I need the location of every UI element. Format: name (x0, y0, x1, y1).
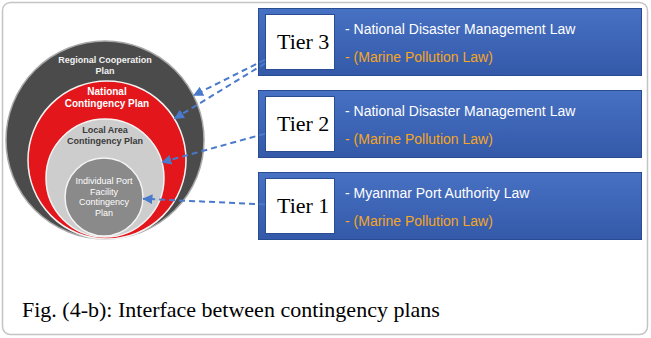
circle-outline (65, 158, 143, 236)
plan-circle: Individual Port Facility Contingency Pla… (64, 157, 144, 237)
tier-label: Tier 3 (277, 30, 323, 53)
tier-label: Tier 1 (277, 194, 323, 217)
law-text: - (Marine Pollution Law) (345, 130, 633, 148)
tier-label: Tier 2 (277, 112, 323, 135)
dashed-arrow (143, 199, 265, 205)
plan-circle: Regional Cooperation PlanNational Contin… (5, 40, 205, 240)
tier-box: Tier 2 (265, 96, 335, 152)
plan-label: Individual Port Facility Contingency Pla… (74, 176, 134, 218)
plan-circle: National Contingency PlanLocal Area Cont… (27, 80, 187, 240)
plan-label: Local Area Contingency Plan (65, 125, 145, 147)
tier-box: Tier 3 (265, 14, 335, 70)
tier-box: Tier 1 (265, 178, 335, 234)
law-text: - (Marine Pollution Law) (345, 48, 633, 66)
law-text: - (Marine Pollution Law) (345, 212, 633, 230)
tier-panel: - National Disaster Management Law - (Mar… (258, 90, 642, 158)
plan-label: Regional Cooperation Plan (49, 55, 161, 77)
law-text: - Myanmar Port Authority Law (345, 184, 633, 202)
dashed-arrow (193, 60, 265, 96)
law-text: - National Disaster Management Law (345, 20, 633, 38)
figure-caption: Fig. (4-b): Interface between contingenc… (22, 297, 440, 323)
dashed-arrow (174, 63, 265, 118)
plan-circle: Local Area Contingency PlanIndividual Po… (45, 118, 165, 238)
circle-outline (6, 41, 204, 239)
circle-outline (28, 81, 186, 239)
tier-panel: - Myanmar Port Authority Law - (Marine Po… (258, 172, 642, 240)
plan-label: National Contingency Plan (59, 86, 155, 110)
law-text: - National Disaster Management Law (345, 102, 633, 120)
tier-panel: - National Disaster Management Law - (Mar… (258, 8, 642, 76)
dashed-arrow (162, 134, 265, 163)
circle-outline (46, 119, 164, 237)
figure-frame (3, 3, 648, 335)
